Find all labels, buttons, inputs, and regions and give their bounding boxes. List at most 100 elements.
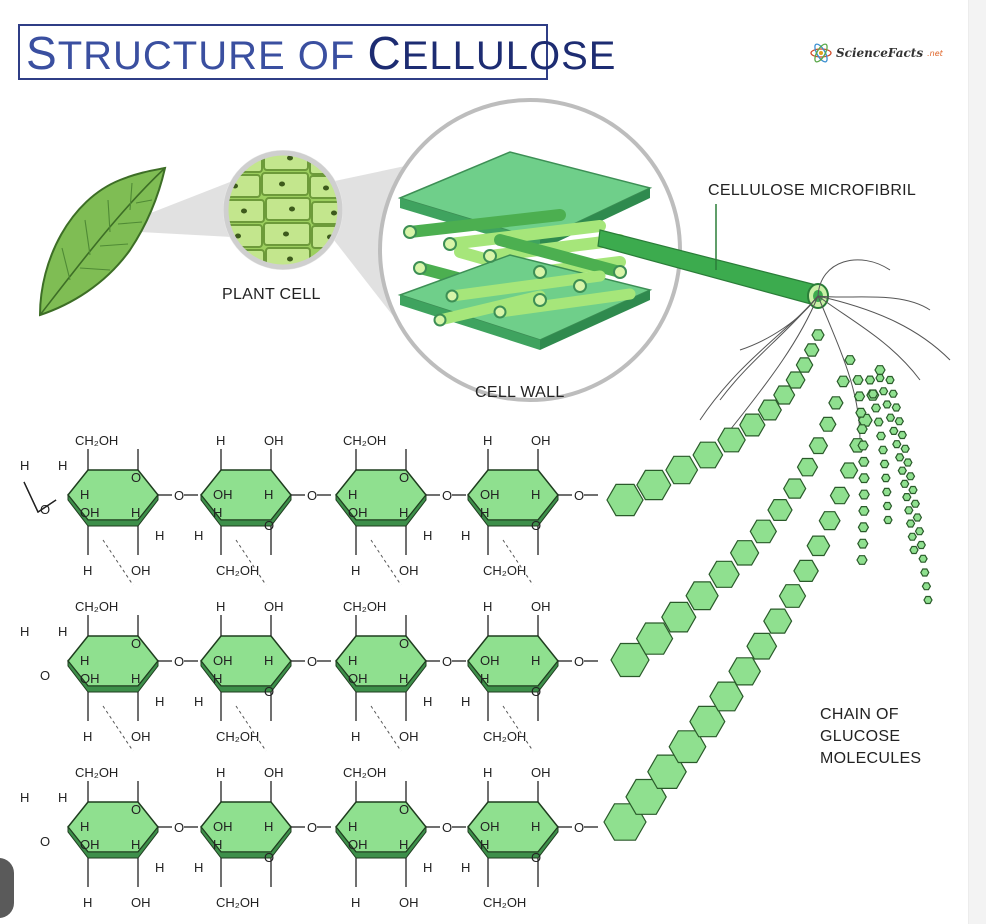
hydrogen-label: H: [461, 528, 470, 543]
hydrogen-label: H: [131, 837, 140, 852]
hydroxyl-label: OH: [480, 819, 500, 834]
glucose-bead: [785, 371, 806, 389]
label-cellulose-microfibril: CELLULOSE MICROFIBRIL: [708, 182, 917, 199]
hydrogen-label: H: [423, 528, 432, 543]
hydroxyl-label: OH: [348, 505, 368, 520]
glucose-bead: [857, 538, 869, 549]
hydrogen-label: H: [399, 505, 408, 520]
glucose-bead: [858, 489, 870, 500]
oxygen-label: O: [40, 502, 50, 517]
ch2oh-label: CH₂OH: [216, 895, 259, 910]
ch2oh-label: CH₂OH: [216, 563, 259, 578]
glucose-bead: [819, 416, 837, 432]
glucose-bead: [912, 513, 923, 522]
glucose-bead: [864, 375, 876, 385]
hydrogen-label: H: [423, 694, 432, 709]
oxygen-label: O: [40, 834, 50, 849]
glucose-bead: [778, 584, 807, 608]
hydrogen-bond: [370, 539, 402, 586]
glucose-bead: [767, 499, 793, 522]
cell-wall-illustration: [378, 98, 682, 402]
scrollbar-track[interactable]: [968, 0, 986, 924]
hydrogen-label: H: [83, 895, 92, 910]
oxygen-label: O: [174, 820, 184, 835]
hydrogen-label: H: [213, 671, 222, 686]
oxygen-label: O: [264, 684, 274, 699]
glucose-bead: [829, 486, 850, 505]
glucose-bead: [773, 385, 796, 405]
glucose-bead: [795, 357, 814, 373]
ch2oh-label: CH₂OH: [75, 599, 118, 614]
glucose-bead: [858, 456, 870, 467]
glucose-bead: [885, 375, 895, 385]
glucose-bead: [853, 391, 866, 402]
glucose-bead: [900, 444, 910, 453]
ch2oh-label: CH₂OH: [343, 433, 386, 448]
label-plant-cell: PLANT CELL: [222, 286, 321, 303]
glucose-bead: [879, 459, 890, 469]
oxygen-label: O: [531, 518, 541, 533]
glucose-bead: [895, 453, 905, 462]
ch2oh-label: CH₂OH: [483, 895, 526, 910]
oxygen-label: O: [131, 470, 141, 485]
glucose-bead: [894, 417, 904, 426]
label-cell-wall: CELL WALL: [475, 384, 565, 401]
glucose-bead: [708, 560, 740, 588]
ch2oh-label: CH₂OH: [343, 599, 386, 614]
hydrogen-label: H: [213, 837, 222, 852]
hydrogen-label: H: [531, 819, 540, 834]
title-banner: STRUCTURE OF CELLULOSE: [18, 24, 615, 80]
glucose-bead: [729, 540, 760, 566]
glucose-chain: [885, 375, 933, 605]
hydroxyl-label: OH: [80, 671, 100, 686]
glucose-chain: [606, 329, 825, 517]
hydrogen-label: H: [131, 505, 140, 520]
plant-cell-illustration: [223, 150, 343, 270]
hydrogen-label: H: [194, 860, 203, 875]
glucose-chains: [603, 329, 933, 841]
glucose-bead: [808, 437, 829, 455]
glucose-bead: [692, 441, 724, 469]
label-chain-of-glucose: CHAIN OF GLUCOSE MOLECULES: [820, 706, 922, 767]
hydrogen-label: H: [399, 837, 408, 852]
glucose-bead: [870, 403, 882, 413]
oxygen-label: O: [307, 488, 317, 503]
cellulose-microfibril: [597, 204, 951, 441]
oxygen-label: O: [531, 850, 541, 865]
hydrogen-label: H: [194, 694, 203, 709]
floating-action-button[interactable]: [0, 858, 14, 918]
glucose-bead: [858, 473, 870, 484]
hydrogen-label: H: [155, 694, 164, 709]
glucose-bead: [874, 365, 886, 375]
glucose-bead: [885, 413, 896, 422]
hydrogen-label: H: [131, 671, 140, 686]
hydroxyl-label: OH: [531, 765, 551, 780]
glucose-bead: [606, 483, 644, 517]
hydrogen-label: H: [83, 729, 92, 744]
glucose-bead: [897, 430, 907, 440]
hydroxyl-label: OH: [80, 505, 100, 520]
glucose-bead: [892, 440, 902, 449]
glucose-bead: [858, 506, 870, 516]
glucose-bead: [923, 595, 933, 605]
glucose-bead: [685, 581, 719, 611]
hydroxyl-label: OH: [131, 895, 151, 910]
hydrogen-label: H: [80, 487, 89, 502]
oxygen-label: O: [131, 636, 141, 651]
glucose-bead: [793, 559, 819, 583]
glucose-bead: [916, 540, 926, 550]
glucose-bead: [881, 473, 891, 483]
oxygen-label: O: [442, 654, 452, 669]
hydrogen-label: H: [531, 653, 540, 668]
hydrogen-label: H: [264, 487, 273, 502]
glucose-bead: [876, 431, 886, 441]
oxygen-label: O: [442, 820, 452, 835]
glucose-bead: [903, 458, 913, 467]
